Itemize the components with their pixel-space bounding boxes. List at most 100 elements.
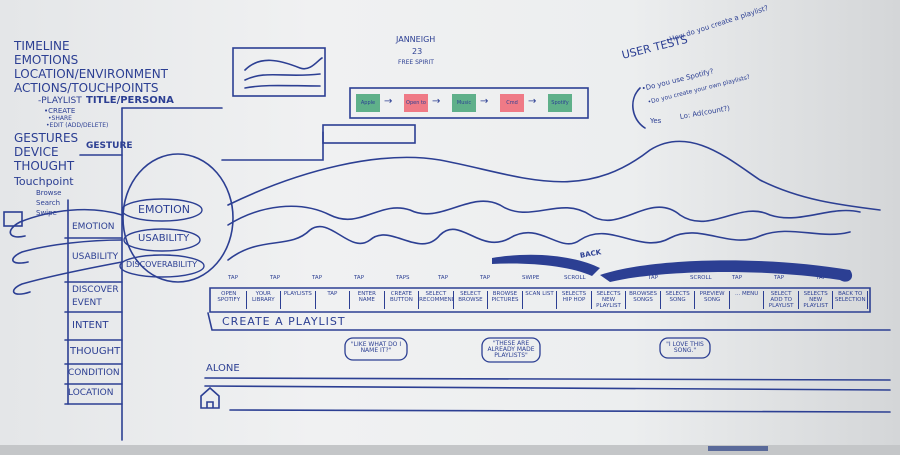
bubble-discoverability: DISCOVERABILITY bbox=[126, 260, 198, 269]
action-label: TAP bbox=[354, 275, 365, 281]
marker-tray bbox=[708, 446, 768, 451]
device-icon bbox=[3, 211, 23, 227]
thought-3: "I LOVE THIS SONG." bbox=[666, 341, 704, 354]
intent-text: CREATE A PLAYLIST bbox=[222, 315, 346, 328]
swirl bbox=[12, 261, 123, 295]
flow-arrow-icon: → bbox=[432, 96, 441, 107]
left-item-gestures: GESTURES bbox=[14, 131, 79, 145]
swirl bbox=[12, 239, 123, 264]
action-label: TAP bbox=[774, 275, 785, 281]
left-item-location: LOCATION/ENVIRONMENT bbox=[14, 67, 169, 81]
action-label: TAP bbox=[312, 275, 323, 281]
event-step: SELECTS SONG bbox=[661, 291, 696, 309]
action-label: SCROLL bbox=[690, 275, 712, 281]
action-label: TAP bbox=[648, 275, 659, 281]
event-step: SELECT RECOMMENDED bbox=[419, 291, 454, 309]
thought-bubble bbox=[481, 337, 541, 363]
thought-1: "LIKE WHAT DO I NAME IT?" bbox=[350, 341, 402, 354]
flow-arrow-icon: → bbox=[384, 96, 393, 107]
condition-text: ALONE bbox=[206, 363, 240, 374]
sketch-frame bbox=[232, 47, 326, 97]
action-label: TAP bbox=[480, 275, 491, 281]
row-discover: DISCOVER bbox=[72, 285, 119, 295]
flow-step: Apple bbox=[356, 94, 380, 112]
action-label: SCROLL bbox=[564, 275, 586, 281]
bubble-outline bbox=[123, 228, 201, 252]
bubble-usability: USABILITY bbox=[138, 233, 190, 244]
usability-curve bbox=[227, 200, 861, 226]
back-arrow bbox=[600, 260, 853, 282]
thought-bubble bbox=[659, 337, 711, 359]
event-step: SELECTS HIP HOP bbox=[557, 291, 592, 309]
board-rail bbox=[0, 445, 900, 455]
action-label: TAP bbox=[732, 275, 743, 281]
event-step: SELECT ADD TO PLAYLIST bbox=[764, 291, 799, 309]
swirl bbox=[9, 208, 123, 238]
row-thought: THOUGHT bbox=[70, 346, 121, 357]
left-item-device: DEVICE bbox=[14, 145, 59, 159]
flow-step: Music bbox=[452, 94, 476, 112]
thought-2: "THESE ARE ALREADY MADE PLAYLISTS" bbox=[487, 340, 535, 359]
location-line bbox=[229, 409, 891, 413]
rows-circle bbox=[122, 153, 234, 283]
sketch-curve bbox=[244, 57, 323, 71]
row-event: EVENT bbox=[72, 298, 102, 308]
flow-arrow-icon: → bbox=[480, 96, 489, 107]
left-title-persona: TITLE/PERSONA bbox=[86, 95, 174, 106]
discoverability-curve bbox=[227, 225, 851, 261]
left-sub-playlist: -PLAYLIST bbox=[38, 96, 82, 106]
persona-name: JANNEIGH bbox=[396, 35, 436, 44]
left-sub-share: •SHARE bbox=[48, 115, 72, 122]
flow-step: Spotify bbox=[548, 94, 572, 112]
arrow-line bbox=[632, 87, 646, 129]
row-usability: USABILITY bbox=[72, 252, 119, 262]
left-item-actions: ACTIONS/TOUCHPOINTS bbox=[14, 81, 159, 95]
sketch-curve bbox=[244, 84, 321, 89]
event-step: OPEN SPOTIFY bbox=[212, 291, 247, 309]
left-item-timeline: TIMELINE bbox=[14, 39, 70, 53]
thought-bubble bbox=[344, 337, 408, 361]
back-arrow bbox=[492, 254, 600, 276]
bubble-outline bbox=[121, 198, 203, 222]
left-tp-browse: Browse bbox=[36, 189, 62, 197]
action-label: SWIPE bbox=[522, 275, 540, 281]
action-label: TAP bbox=[606, 275, 617, 281]
emotion-curve bbox=[227, 140, 881, 211]
action-label: TAP bbox=[816, 275, 827, 281]
event-step: ENTER NAME bbox=[350, 291, 385, 309]
event-step: SELECT BROWSE bbox=[454, 291, 489, 309]
left-touchpoint: Touchpoint bbox=[14, 175, 74, 188]
event-step: SELECTS NEW PLAYLIST bbox=[592, 291, 627, 309]
event-strip bbox=[209, 287, 871, 313]
user-tests-yes: Yes bbox=[650, 117, 662, 125]
row-location: LOCATION bbox=[68, 388, 114, 398]
event-step: SELECTS NEW PLAYLIST bbox=[799, 291, 834, 309]
flow-step: Cmd bbox=[500, 94, 524, 112]
event-step: BACK TO SELECTION bbox=[833, 291, 868, 309]
row-intent: INTENT bbox=[72, 320, 109, 331]
persona-age: 23 bbox=[412, 47, 423, 56]
action-label: TAP bbox=[438, 275, 449, 281]
row-gesture: GESTURE bbox=[86, 141, 133, 151]
event-step: CREATE BUTTON bbox=[385, 291, 420, 309]
left-item-thought: THOUGHT bbox=[14, 159, 75, 173]
condition-line bbox=[204, 385, 891, 391]
sketch-curve bbox=[244, 73, 321, 81]
row-emotion: EMOTION bbox=[72, 222, 115, 232]
flow-step: Open to bbox=[404, 94, 428, 112]
flow-arrow-icon: → bbox=[528, 96, 537, 107]
intent-bar bbox=[207, 312, 891, 331]
gesture-line bbox=[221, 131, 324, 161]
event-step: YOUR LIBRARY bbox=[247, 291, 282, 309]
action-label: TAP bbox=[228, 275, 239, 281]
event-step: PLAYLISTS bbox=[281, 291, 316, 309]
gesture-sketch bbox=[322, 124, 416, 144]
bubble-outline bbox=[119, 254, 205, 278]
event-step: BROWSE PICTURES bbox=[488, 291, 523, 309]
action-label: TAPS bbox=[396, 275, 410, 281]
left-tp-search: Search bbox=[36, 199, 61, 207]
left-sub-edit: •EDIT (ADD/DELETE) bbox=[46, 122, 109, 129]
left-item-emotions: EMOTIONS bbox=[14, 53, 79, 67]
event-step: PREVIEW SONG bbox=[695, 291, 730, 309]
